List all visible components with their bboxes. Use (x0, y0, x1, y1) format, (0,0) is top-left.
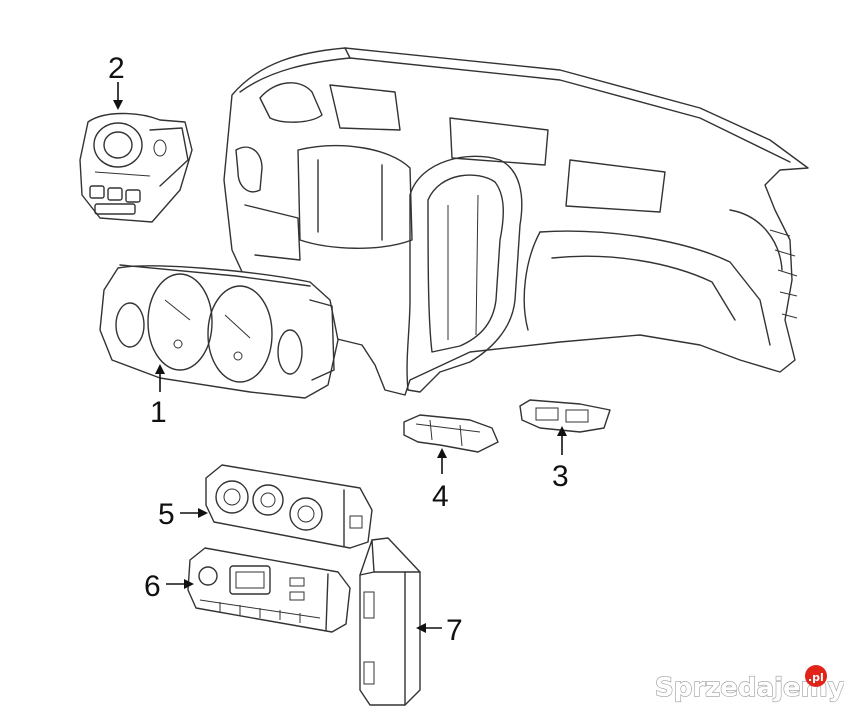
watermark: Sprzedajemy .pl (654, 665, 844, 704)
callout-2-number: 2 (108, 52, 125, 85)
callout-7-arrowhead (416, 623, 426, 633)
callout-5: 5 (158, 498, 208, 531)
callout-6-arrowhead (184, 579, 194, 589)
callout-2-arrowhead (113, 100, 123, 110)
callout-5-arrowhead (198, 508, 208, 518)
watermark-badge-icon (805, 665, 827, 687)
callout-7-number: 7 (446, 614, 463, 647)
part-1-instrument-cluster-drawing (99, 264, 339, 399)
part-5-climate-panel-drawing (205, 464, 373, 549)
part-7-module-drawing (359, 537, 421, 706)
callout-2: 2 (108, 52, 125, 110)
callout-7: 7 (416, 614, 463, 647)
watermark-suffix: .pl (808, 671, 824, 684)
callout-6-number: 6 (144, 570, 161, 603)
callout-1-arrowhead (155, 364, 165, 374)
part-2-light-switch-drawing (79, 112, 193, 223)
callout-3-arrowhead (557, 426, 567, 436)
callout-1-number: 1 (150, 396, 167, 429)
part-4-vent-drawing (403, 414, 499, 453)
callout-3-number: 3 (552, 460, 569, 493)
callout-4-arrowhead (437, 448, 447, 458)
callout-4: 4 (432, 448, 449, 513)
callout-6: 6 (144, 570, 194, 603)
part-6-radio-drawing (187, 547, 351, 633)
callout-5-number: 5 (158, 498, 175, 531)
callout-1: 1 (150, 364, 167, 429)
dashboard-drawing (223, 47, 809, 396)
callout-4-number: 4 (432, 480, 449, 513)
callout-3: 3 (552, 426, 569, 493)
part-3-vent-drawing (519, 399, 611, 433)
